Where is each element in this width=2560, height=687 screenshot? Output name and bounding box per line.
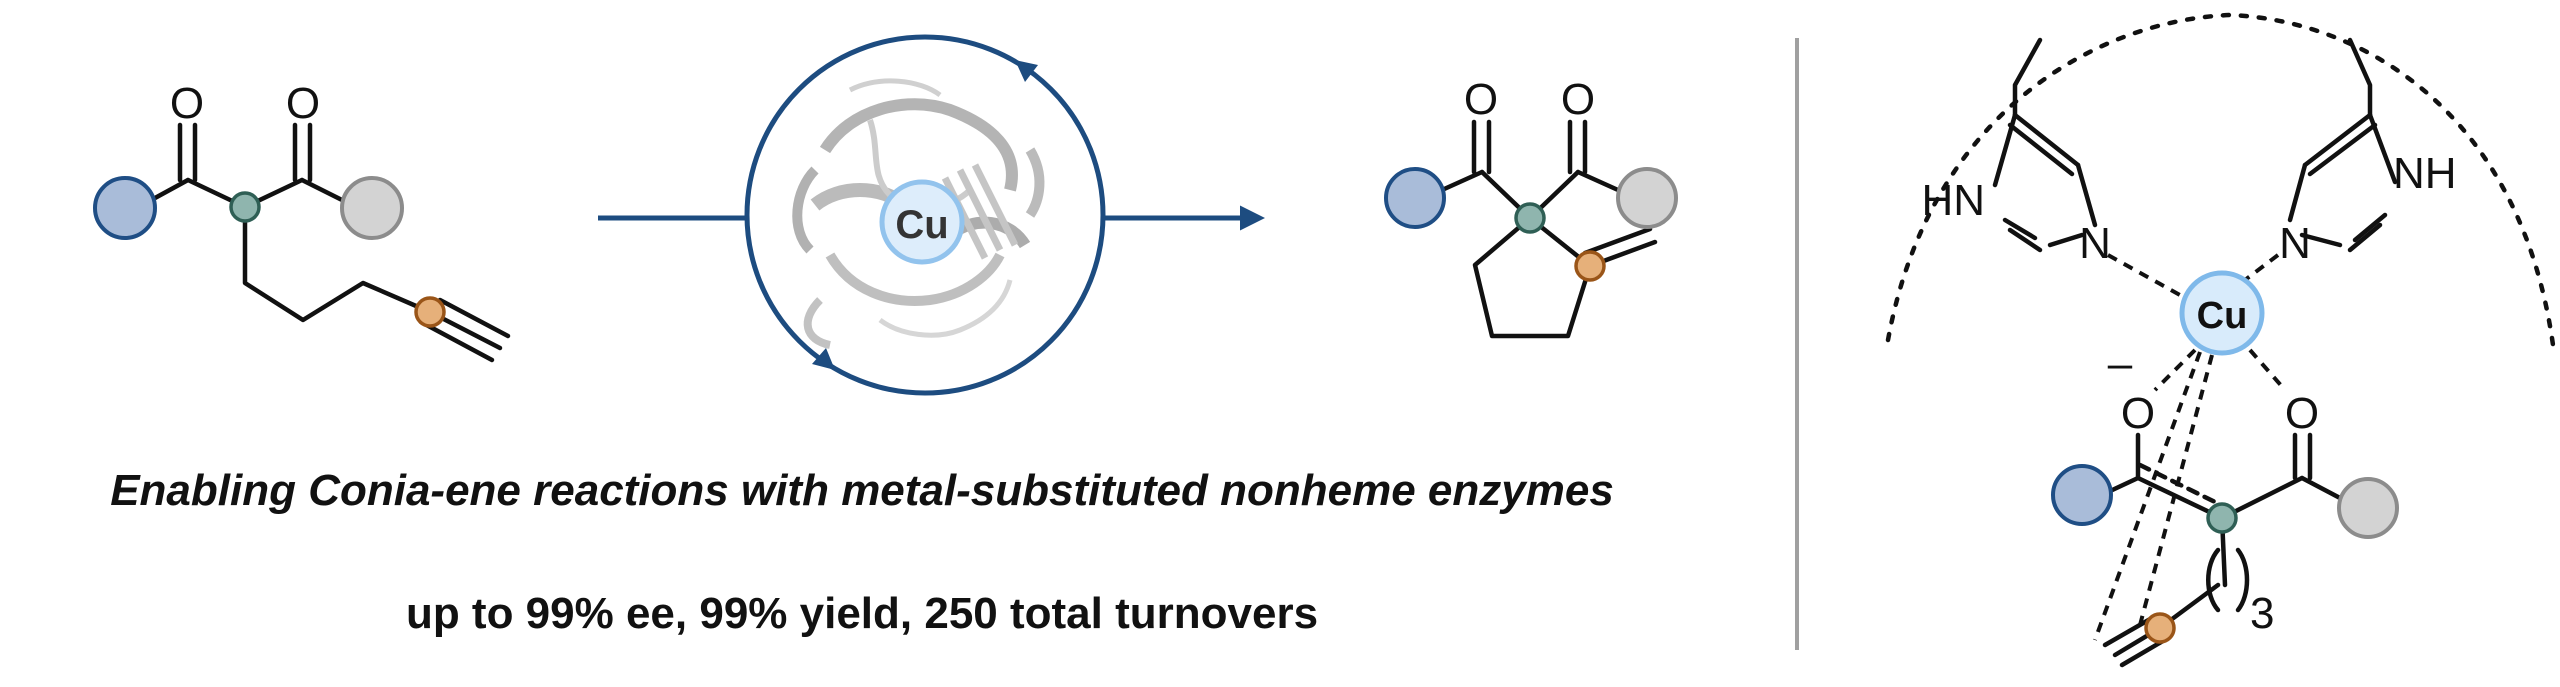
catalytic-cycle-icon: [744, 34, 1106, 396]
subscript-label: 3: [2250, 589, 2274, 638]
alkene-carbon-marker: [1574, 250, 1606, 282]
alkyne-carbon-marker: [2144, 612, 2176, 644]
gray-r-group: [1616, 167, 1678, 229]
nitrogen-label: N: [2079, 219, 2111, 268]
caption-title: Enabling Conia-ene reactions with metal-…: [110, 466, 1614, 515]
alpha-carbon-marker: [1514, 202, 1546, 234]
active-site: HN N NH N Cu – O O 3: [1885, 12, 2556, 668]
starting-material: O O: [93, 79, 511, 363]
nitrogen-label: N: [2279, 219, 2311, 268]
oxygen-label: O: [2121, 389, 2155, 438]
nh-label: NH: [2393, 149, 2457, 198]
copper-center: [879, 179, 965, 265]
gray-r-group: [2337, 477, 2399, 539]
gray-r-group: [340, 176, 404, 240]
alpha-carbon-marker: [229, 191, 261, 223]
oxygen-label: O: [1561, 75, 1595, 124]
oxygen-label: O: [286, 79, 320, 128]
blue-r-group: [1384, 167, 1446, 229]
caption-subtitle: up to 99% ee, 99% yield, 250 total turno…: [406, 589, 1318, 638]
charge-minus-label: –: [2108, 339, 2133, 388]
oxygen-label: O: [1464, 75, 1498, 124]
protein-ribbon-icon: Cu: [792, 78, 1045, 349]
copper-center: [2179, 270, 2265, 356]
hn-label: HN: [1921, 176, 1985, 225]
blue-r-group: [93, 176, 157, 240]
alpha-carbon-marker: [2206, 502, 2238, 534]
alkyne-carbon-marker: [414, 296, 446, 328]
copper-label: Cu: [895, 203, 948, 247]
oxygen-label: O: [170, 79, 204, 128]
copper-label: Cu: [2197, 295, 2248, 337]
oxygen-label: O: [2285, 389, 2319, 438]
product: O O: [1384, 75, 1678, 339]
blue-r-group: [2051, 464, 2113, 526]
